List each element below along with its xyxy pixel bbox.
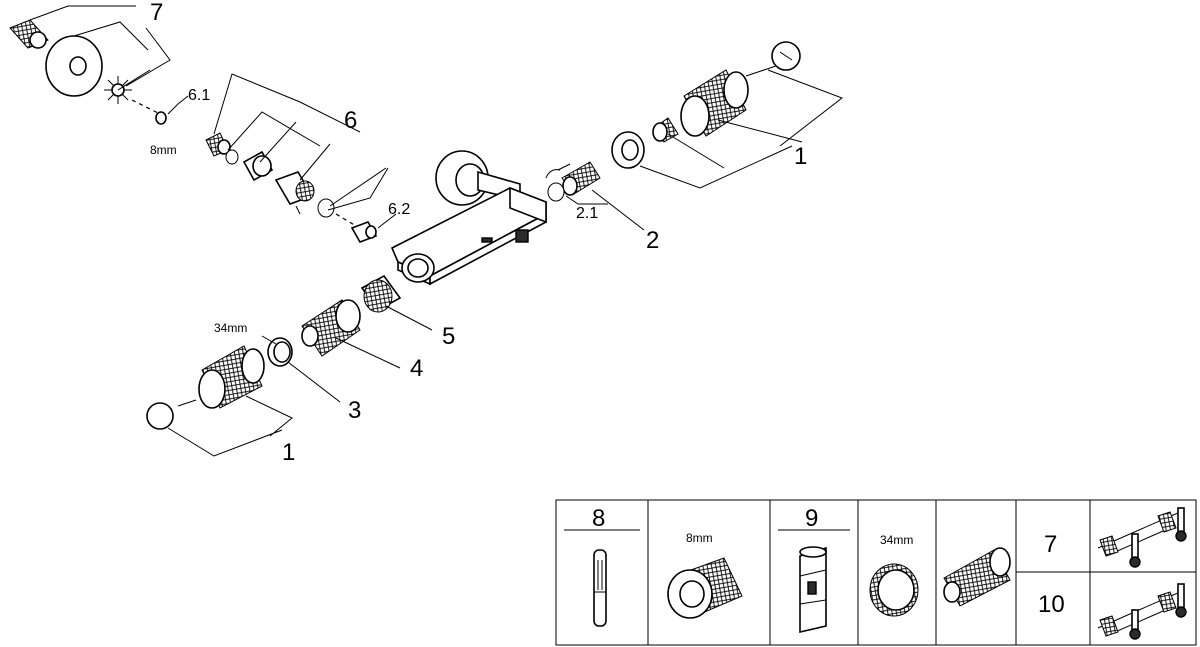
table-header-8: 8 — [592, 505, 605, 532]
callout-1-left: 1 — [282, 439, 295, 466]
table-dimension-34mm: 34mm — [880, 533, 913, 547]
thermometer-kit-icon-bottom — [1097, 583, 1187, 640]
thermostatic-cartridge-icon — [943, 547, 1011, 607]
callout-6-1: 6.1 — [188, 87, 210, 104]
callout-5: 5 — [442, 323, 455, 350]
callout-6-2: 6.2 — [388, 201, 410, 218]
table-variant-7: 7 — [1044, 531, 1057, 558]
part-2-cartridge — [545, 161, 601, 202]
leader-lines — [29, 5, 844, 457]
part-5-4-3-assembly — [267, 274, 402, 367]
callout-1-right: 1 — [794, 143, 807, 170]
callout-3: 3 — [348, 397, 361, 424]
part-7-assembly — [9, 19, 163, 116]
thermometer-kit-icon-top — [1097, 507, 1187, 568]
part-9-coupling-icon — [799, 546, 827, 634]
table-variant-10: 10 — [1038, 591, 1065, 618]
dimension-8mm: 8mm — [150, 143, 177, 157]
callout-4: 4 — [410, 355, 423, 382]
part-1-left-handle — [146, 345, 265, 430]
table-header-9: 9 — [805, 505, 818, 532]
dimension-34mm: 34mm — [214, 321, 247, 335]
callout-2: 2 — [646, 227, 659, 254]
part-6-assembly — [155, 111, 378, 243]
callout-7: 7 — [150, 0, 163, 26]
spare-parts-table: 8 9 8mm 34mm 7 10 — [555, 499, 1197, 646]
part-1-right-handle — [611, 41, 801, 169]
mixer-body — [390, 150, 547, 286]
ring-34mm-icon — [869, 563, 919, 617]
part-8-pin-icon — [593, 549, 607, 627]
table-dimension-8mm: 8mm — [686, 531, 713, 545]
callout-2-1: 2.1 — [576, 205, 598, 222]
filter-bushing-icon — [667, 557, 743, 619]
callout-6: 6 — [344, 107, 357, 134]
